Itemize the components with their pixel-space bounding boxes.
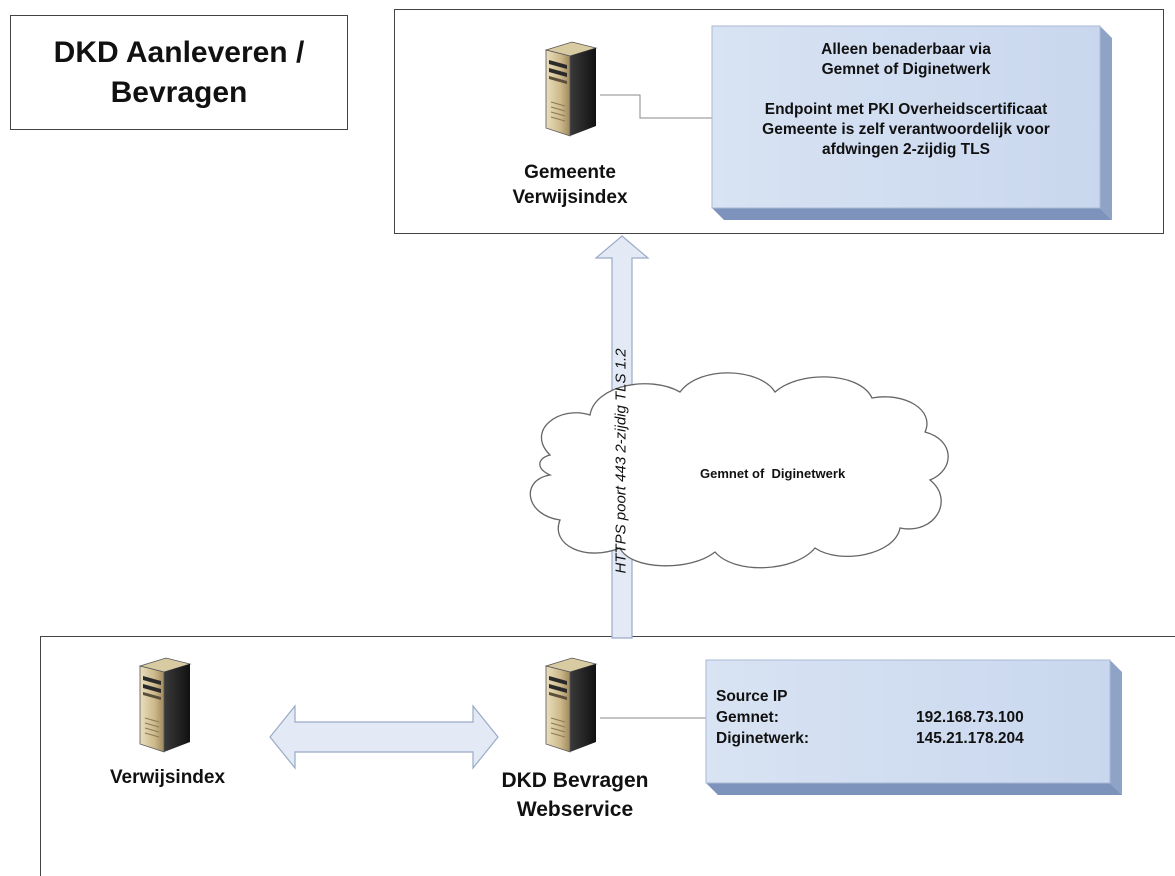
note-line: Alleen benaderbaar via — [821, 41, 991, 58]
source-ip-text: Source IP Gemnet: 192.168.73.100 Diginet… — [716, 686, 1096, 749]
gemeente-server-icon — [545, 41, 597, 137]
ip-address: 192.168.73.100 — [916, 709, 1024, 726]
gemeente-server-label: Gemeente Verwijsindex — [512, 162, 628, 208]
network-name: Diginetwerk: — [716, 730, 810, 747]
connector-line — [600, 94, 712, 119]
verwijsindex-label: Verwijsindex — [109, 767, 226, 788]
network-cloud-icon — [529, 372, 949, 569]
note-line: Gemnet of Diginetwerk — [821, 61, 991, 78]
dkd-server-label: DKD Bevragen Webservice — [501, 769, 649, 821]
gemeente-note-text: Alleen benaderbaar via Gemnet of Diginet… — [712, 40, 1100, 160]
gemeente-note-box — [711, 25, 1112, 220]
title-box: DKD Aanleveren / Bevragen — [10, 15, 348, 130]
cloud-label: Gemnet of Diginetwerk — [700, 466, 846, 481]
source-ip-note-box — [705, 659, 1122, 795]
diagram-graphics — [139, 25, 1122, 795]
network-name: Gemnet: — [716, 709, 779, 726]
diagram-title: DKD Aanleveren / Bevragen — [53, 35, 305, 109]
ip-row: Diginetwerk: 145.21.178.204 — [716, 728, 1096, 749]
dkd-server-icon — [545, 657, 597, 753]
double-arrow — [269, 704, 499, 770]
note-line: Endpoint met PKI Overheidscertificaat — [764, 101, 1048, 118]
ip-row: Gemnet: 192.168.73.100 — [716, 707, 1096, 728]
https-connection-label: HTTPS poort 443 2-zijdig TLS 1.2 — [612, 348, 630, 574]
note-line: Gemeente is zelf verantwoordelijk voor — [762, 121, 1050, 138]
source-ip-title: Source IP — [716, 688, 788, 705]
ip-address: 145.21.178.204 — [916, 730, 1024, 747]
note-line: afdwingen 2-zijdig TLS — [822, 141, 990, 158]
verwijsindex-server-icon — [139, 657, 191, 753]
